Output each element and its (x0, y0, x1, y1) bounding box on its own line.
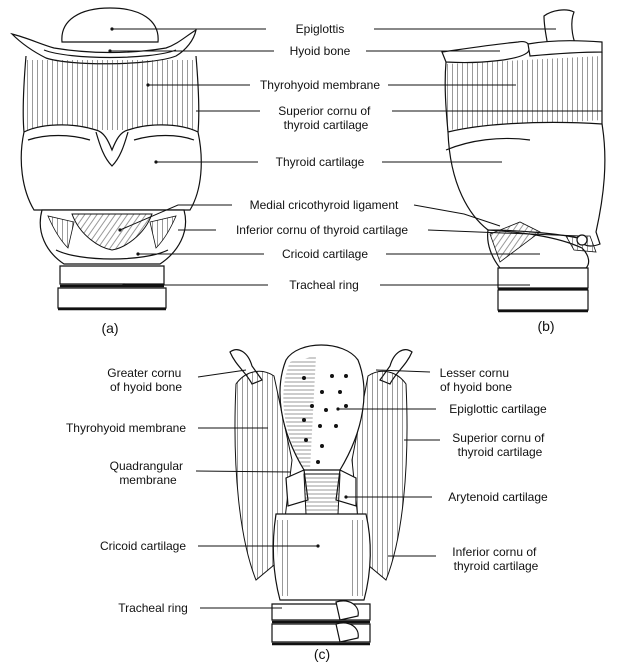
caption-c: (c) (314, 646, 330, 662)
label-greater-cornu-hyoid: Greater cornu of hyoid bone (107, 366, 184, 394)
label-hyoid-bone: Hyoid bone (290, 44, 351, 58)
panel-c-drawing (230, 345, 412, 644)
label-thyrohyoid-membrane: Thyrohyoid membrane (260, 78, 380, 92)
label-thyroid-cartilage: Thyroid cartilage (276, 155, 365, 169)
label-inferior-cornu-thyroid: Inferior cornu of thyroid cartilage (236, 223, 408, 237)
label-thyrohyoid-membrane-c: Thyrohyoid membrane (66, 421, 186, 435)
label-inferior-cornu-thyroid-c: Inferior cornu of thyroid cartilage (452, 545, 539, 573)
label-epiglottic-cartilage: Epiglottic cartilage (449, 402, 547, 416)
label-cricoid-cartilage-c: Cricoid cartilage (100, 539, 186, 553)
label-superior-cornu-thyroid: Superior cornu of thyroid cartilage (278, 104, 373, 132)
caption-b: (b) (537, 318, 554, 334)
label-tracheal-ring: Tracheal ring (289, 278, 359, 292)
label-tracheal-ring-c: Tracheal ring (118, 601, 188, 615)
label-medial-cricothyroid-ligament: Medial cricothyroid ligament (250, 198, 399, 212)
label-superior-cornu-thyroid-c: Superior cornu of thyroid cartilage (452, 431, 547, 459)
label-quadrangular-membrane: Quadrangular membrane (110, 459, 187, 487)
label-lesser-cornu-hyoid: Lesser cornu of hyoid bone (440, 366, 513, 394)
label-arytenoid-cartilage: Arytenoid cartilage (448, 490, 548, 504)
label-cricoid-cartilage: Cricoid cartilage (282, 247, 368, 261)
panel-a-drawing (12, 8, 201, 309)
panel-b-drawing (442, 10, 605, 311)
caption-a: (a) (101, 320, 118, 336)
label-epiglottis: Epiglottis (296, 22, 345, 36)
